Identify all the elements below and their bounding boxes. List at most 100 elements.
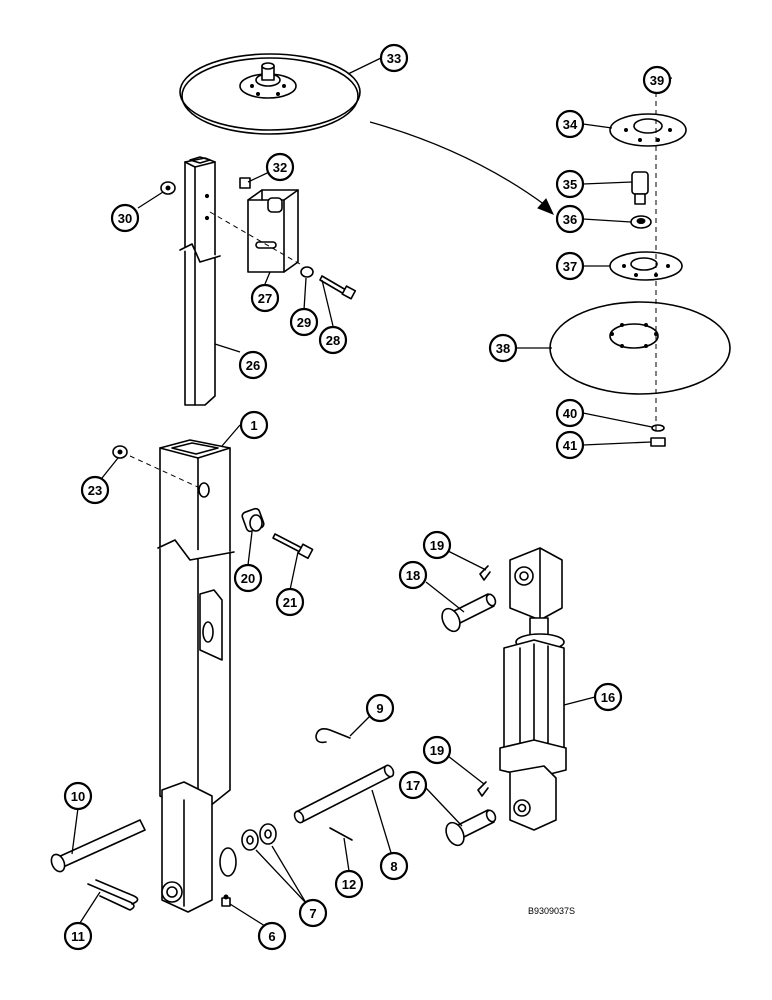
callout-label: 38 xyxy=(496,341,510,356)
callout-circle xyxy=(110,203,140,233)
callout-circle xyxy=(365,693,395,723)
callout-11: 11 xyxy=(63,921,93,951)
nut-23-part xyxy=(112,445,128,459)
cotter-pin-lower-part xyxy=(477,781,489,797)
arrow-head xyxy=(537,198,554,215)
callout-label: 19 xyxy=(430,538,444,553)
callout-33: 33 xyxy=(379,43,409,73)
callout-12: 12 xyxy=(334,869,364,899)
callout-circle xyxy=(239,410,269,440)
callout-circle xyxy=(275,587,305,617)
long-pin-part xyxy=(293,764,395,824)
callout-6: 6 xyxy=(257,921,287,951)
spindle-part xyxy=(631,171,649,205)
callout-circle xyxy=(63,781,93,811)
callout-39: 39 xyxy=(642,65,672,95)
callout-label: 33 xyxy=(387,51,401,66)
callout-circle xyxy=(593,682,623,712)
bearing-part xyxy=(630,215,652,229)
callout-18: 18 xyxy=(398,560,428,590)
callout-circle xyxy=(555,109,585,139)
washers-7-part xyxy=(241,823,277,851)
callout-26: 26 xyxy=(238,350,268,380)
callout-9: 9 xyxy=(365,693,395,723)
callout-label: 10 xyxy=(71,789,85,804)
callout-circle xyxy=(555,204,585,234)
mounting-bracket-part xyxy=(239,177,299,273)
spacer-part xyxy=(241,507,265,533)
callout-37: 37 xyxy=(555,251,585,281)
callout-label: 7 xyxy=(309,906,316,921)
callout-label: 26 xyxy=(246,358,260,373)
callout-circle xyxy=(379,43,409,73)
callout-label: 18 xyxy=(406,568,420,583)
callout-38: 38 xyxy=(488,333,518,363)
callout-36: 36 xyxy=(555,204,585,234)
bolt-21-part xyxy=(272,533,314,560)
upper-tube-part xyxy=(179,156,221,406)
callout-label: 9 xyxy=(376,701,383,716)
callout-circle xyxy=(250,283,280,313)
callout-16: 16 xyxy=(593,682,623,712)
callout-circle xyxy=(233,563,263,593)
hub-cap-part xyxy=(609,113,687,147)
callout-circle xyxy=(422,735,452,765)
callout-label: 27 xyxy=(258,291,272,306)
bolt-28-part xyxy=(319,275,357,300)
callout-circle xyxy=(238,350,268,380)
callout-circle xyxy=(265,152,295,182)
callout-label: 1 xyxy=(250,418,257,433)
callout-circle xyxy=(257,921,287,951)
callout-30: 30 xyxy=(110,203,140,233)
callout-label: 30 xyxy=(118,211,132,226)
callout-7: 7 xyxy=(298,898,328,928)
callout-circle xyxy=(398,560,428,590)
callout-circle xyxy=(422,530,452,560)
callout-circle xyxy=(318,325,348,355)
callout-40: 40 xyxy=(555,398,585,428)
callout-17: 17 xyxy=(398,770,428,800)
callout-circle xyxy=(298,898,328,928)
callout-27: 27 xyxy=(250,283,280,313)
clevis-pin-lower-part xyxy=(445,809,497,847)
callout-34: 34 xyxy=(555,109,585,139)
callout-circle xyxy=(555,430,585,460)
small-pin-part xyxy=(329,827,353,841)
callout-label: 19 xyxy=(430,743,444,758)
callout-circle xyxy=(289,307,319,337)
callout-19: 19 xyxy=(422,530,452,560)
exploded-view-arrow xyxy=(369,121,546,206)
callout-circle xyxy=(379,851,409,881)
callout-label: 29 xyxy=(297,315,311,330)
callout-label: 11 xyxy=(71,929,85,944)
callout-label: 32 xyxy=(273,160,287,175)
callout-1: 1 xyxy=(239,410,269,440)
nut-30-part xyxy=(160,181,176,195)
figure-code: B9309037S xyxy=(528,906,575,916)
exploded-hub-group xyxy=(549,73,731,447)
callout-circle xyxy=(642,65,672,95)
callouts-group: 3339343536373840413230272928261232021191… xyxy=(63,43,672,951)
callout-19: 19 xyxy=(422,735,452,765)
callout-circle xyxy=(488,333,518,363)
callout-label: 35 xyxy=(563,177,577,192)
callout-label: 41 xyxy=(563,438,577,453)
callout-41: 41 xyxy=(555,430,585,460)
washer-29-part xyxy=(300,266,314,278)
callout-circle xyxy=(334,869,364,899)
callout-23: 23 xyxy=(80,475,110,505)
callout-label: 37 xyxy=(563,259,577,274)
callout-label: 34 xyxy=(563,117,578,132)
pivot-pin-part xyxy=(50,819,146,873)
callout-label: 20 xyxy=(241,571,255,586)
callout-label: 16 xyxy=(601,690,615,705)
callout-circle xyxy=(80,475,110,505)
callout-label: 8 xyxy=(390,859,397,874)
hook-pin-part xyxy=(315,728,351,744)
callout-20: 20 xyxy=(233,563,263,593)
callout-circle xyxy=(555,251,585,281)
callout-label: 21 xyxy=(283,595,297,610)
callout-label: 12 xyxy=(342,877,356,892)
callout-label: 28 xyxy=(326,333,340,348)
